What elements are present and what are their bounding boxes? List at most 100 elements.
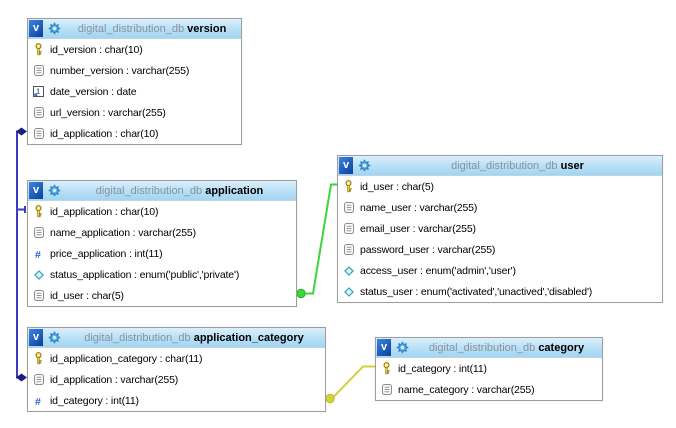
field-label: number_version : varchar(255)	[50, 64, 190, 77]
table-card-user[interactable]: v digital_distribution_db user id_user : c…	[337, 155, 663, 303]
text-field-icon	[343, 201, 354, 214]
table-header-application_category[interactable]: v digital_distribution_db application_cat…	[28, 328, 325, 348]
field-label: id_category : int(11)	[50, 394, 139, 407]
text-field-icon	[343, 222, 354, 235]
svg-text:#: #	[35, 249, 41, 260]
field-label: status_application : enum('public','priv…	[50, 268, 240, 281]
text-field-icon	[33, 373, 44, 386]
database-name-label: digital_distribution_db	[77, 22, 185, 35]
table-options-gear-icon[interactable]	[48, 184, 61, 197]
primary-key-icon	[33, 43, 44, 56]
table-options-gear-icon[interactable]	[48, 22, 61, 35]
relation-line-application_category-id_category	[330, 365, 375, 400]
field-row-application-id_application[interactable]: id_application : char(10)	[28, 201, 296, 222]
text-field-icon	[33, 106, 44, 119]
field-row-application_category-id_application_category[interactable]: id_application_category : char(11)	[28, 348, 325, 369]
table-options-gear-icon[interactable]	[48, 331, 61, 344]
text-field-icon	[33, 289, 44, 302]
database-name-label: digital_distribution_db	[95, 184, 203, 197]
field-label: status_user : enum('activated','unactive…	[360, 285, 593, 298]
field-row-version-date_version[interactable]: 1 date_version : date	[28, 81, 241, 102]
svg-text:#: #	[35, 396, 41, 407]
field-row-version-number_version[interactable]: number_version : varchar(255)	[28, 60, 241, 81]
table-name-label: version	[187, 22, 227, 35]
table-title: digital_distribution_db version	[65, 23, 241, 35]
field-label: id_category : int(11)	[398, 362, 487, 375]
primary-key-icon	[381, 362, 392, 375]
table-card-version[interactable]: v digital_distribution_db version id_versi…	[27, 18, 242, 145]
field-row-application-price_application[interactable]: # price_application : int(11)	[28, 243, 296, 264]
table-toggle-icon[interactable]: v	[29, 20, 43, 37]
table-options-gear-icon[interactable]	[396, 341, 409, 354]
table-toggle-icon[interactable]: v	[377, 339, 391, 356]
field-row-category-name_category[interactable]: name_category : varchar(255)	[376, 379, 602, 400]
field-row-category-id_category[interactable]: id_category : int(11)	[376, 358, 602, 379]
primary-key-icon	[33, 205, 44, 218]
field-row-user-status_user[interactable]: status_user : enum('activated','unactive…	[338, 281, 662, 302]
table-title: digital_distribution_db category	[413, 342, 602, 354]
field-label: id_user : char(5)	[50, 289, 124, 302]
primary-key-icon	[343, 180, 354, 193]
table-toggle-icon[interactable]: v	[339, 157, 353, 174]
table-name-label: category	[538, 341, 585, 354]
field-row-user-email_user[interactable]: email_user : varchar(255)	[338, 218, 662, 239]
database-name-label: digital_distribution_db	[451, 159, 558, 172]
enum-field-icon	[343, 264, 354, 277]
field-row-application-id_user[interactable]: id_user : char(5)	[28, 285, 296, 306]
field-row-user-id_user[interactable]: id_user : char(5)	[338, 176, 662, 197]
field-label: date_version : date	[50, 85, 137, 98]
table-card-category[interactable]: v digital_distribution_db category id_cate…	[375, 337, 603, 401]
svg-text:1: 1	[36, 87, 40, 96]
field-label: id_application_category : char(11)	[50, 352, 203, 365]
field-label: id_user : char(5)	[360, 180, 434, 193]
database-name-label: digital_distribution_db	[428, 341, 536, 354]
table-card-application_category[interactable]: v digital_distribution_db application_cat…	[27, 327, 326, 412]
text-field-icon	[33, 64, 44, 77]
relation-endpoint-diamond-icon	[16, 373, 27, 382]
table-name-label: application_category	[193, 331, 304, 344]
field-label: id_application : char(10)	[50, 127, 159, 140]
table-toggle-icon[interactable]: v	[29, 182, 43, 199]
table-title: digital_distribution_db application_cate…	[65, 332, 325, 344]
text-field-icon	[381, 383, 392, 396]
table-header-version[interactable]: v digital_distribution_db version	[28, 19, 241, 39]
table-name-label: application	[205, 184, 264, 197]
field-label: name_user : varchar(255)	[360, 201, 478, 214]
field-row-application_category-id_category[interactable]: # id_category : int(11)	[28, 390, 325, 411]
field-label: password_user : varchar(255)	[360, 243, 496, 256]
text-field-icon	[33, 127, 44, 140]
field-row-application-name_application[interactable]: name_application : varchar(255)	[28, 222, 296, 243]
table-toggle-icon[interactable]: v	[29, 329, 43, 346]
field-row-version-id_application[interactable]: id_application : char(10)	[28, 123, 241, 144]
relation-endpoint-diamond-icon	[16, 127, 27, 136]
numeric-field-icon: #	[33, 394, 44, 407]
field-row-version-id_version[interactable]: id_version : char(10)	[28, 39, 241, 60]
date-field-icon: 1	[33, 85, 44, 98]
text-field-icon	[33, 226, 44, 239]
relation-endpoint-dot-icon	[325, 393, 335, 404]
field-label: price_application : int(11)	[50, 247, 163, 260]
numeric-field-icon: #	[33, 247, 44, 260]
field-row-user-name_user[interactable]: name_user : varchar(255)	[338, 197, 662, 218]
field-row-application_category-id_application[interactable]: id_application : varchar(255)	[28, 369, 325, 390]
table-header-category[interactable]: v digital_distribution_db category	[376, 338, 602, 358]
table-header-user[interactable]: v digital_distribution_db user	[338, 156, 662, 176]
table-card-application[interactable]: v digital_distribution_db application id_a…	[27, 180, 297, 307]
field-label: id_version : char(10)	[50, 43, 143, 56]
table-title: digital_distribution_db application	[65, 185, 296, 197]
field-label: url_version : varchar(255)	[50, 106, 166, 119]
table-name-label: user	[560, 159, 584, 172]
field-row-user-access_user[interactable]: access_user : enum('admin','user')	[338, 260, 662, 281]
relation-line-application-id_user	[301, 183, 337, 295]
database-name-label: digital_distribution_db	[84, 331, 191, 344]
enum-field-icon	[343, 285, 354, 298]
field-row-user-password_user[interactable]: password_user : varchar(255)	[338, 239, 662, 260]
table-options-gear-icon[interactable]	[358, 159, 371, 172]
field-row-version-url_version[interactable]: url_version : varchar(255)	[28, 102, 241, 123]
field-label: id_application : varchar(255)	[50, 373, 179, 386]
field-row-application-status_application[interactable]: status_application : enum('public','priv…	[28, 264, 296, 285]
table-header-application[interactable]: v digital_distribution_db application	[28, 181, 296, 201]
field-label: name_application : varchar(255)	[50, 226, 196, 239]
field-label: email_user : varchar(255)	[360, 222, 476, 235]
